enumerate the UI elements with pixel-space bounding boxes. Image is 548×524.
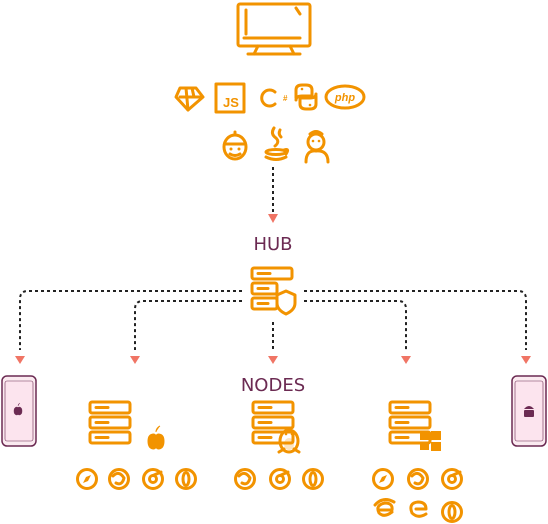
opera-icon: [175, 468, 197, 490]
safari-icon: [372, 468, 394, 490]
opera-icon: [441, 501, 463, 523]
groovy-icon: [304, 130, 330, 164]
nodes-label: NODES: [241, 375, 305, 396]
chrome-icon: [142, 468, 164, 490]
java-icon: [264, 126, 290, 161]
android-phone-node: [511, 375, 547, 447]
monitor-icon: [236, 2, 312, 56]
ie-icon: [373, 498, 396, 517]
windows-icon: [420, 431, 441, 451]
firefox-icon: [108, 468, 130, 490]
javascript-icon: JS: [214, 82, 246, 114]
windows-browsers: [372, 468, 463, 523]
svg-text:#: #: [283, 94, 288, 103]
server-shield-icon: [250, 266, 297, 316]
chrome-icon: [441, 468, 463, 490]
apple-icon: [147, 425, 165, 450]
ruby-icon: [174, 86, 205, 112]
opera-icon: [302, 468, 324, 490]
php-icon: php: [324, 84, 366, 110]
firefox-icon: [407, 468, 429, 490]
linux-browsers: [234, 468, 324, 490]
chrome-icon: [269, 468, 291, 490]
android-icon: [524, 406, 534, 417]
firefox-icon: [234, 468, 256, 490]
hub-label: HUB: [253, 234, 292, 255]
php-badge-text: php: [334, 92, 355, 104]
python-icon: [294, 83, 318, 111]
client-hub-arrow: [268, 214, 278, 223]
macos-browsers: [76, 468, 197, 490]
csharp-icon: #: [260, 88, 288, 108]
safari-icon: [76, 468, 98, 490]
edge-icon: [409, 500, 428, 518]
robot-icon: [222, 130, 248, 161]
ios-phone-node: [1, 375, 37, 447]
linux-server-node: [251, 400, 301, 454]
apple-icon: [13, 402, 23, 416]
macos-server-node: [88, 400, 165, 450]
windows-server-node: [388, 400, 441, 451]
linux-tux-icon: [277, 428, 301, 454]
hub-node-connectors: [15, 290, 531, 364]
javascript-badge-text: JS: [223, 95, 239, 110]
